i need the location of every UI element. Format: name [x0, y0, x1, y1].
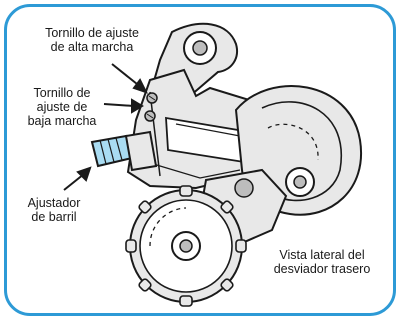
view-caption-label-line-1: Vista lateral del [279, 248, 365, 262]
view-caption-label-line-2: desviador trasero [273, 262, 371, 276]
barrel-adjuster-label-line-1: Ajustador [27, 196, 81, 210]
barrel-adjuster-label-line-2: de barril [31, 210, 77, 224]
tension-pulley [125, 185, 247, 307]
low-gear-screw-label-line-1: Tornillo de [33, 86, 91, 100]
high-gear-screw-label-line-2: de alta marcha [50, 40, 134, 54]
low-gear-screw-label-line-2: ajuste de [36, 100, 88, 114]
barrel-adjuster [90, 130, 158, 172]
low-gear-screw-label-line-3: baja marcha [27, 114, 97, 128]
limit-screws [144, 92, 158, 122]
leader-arrows [63, 63, 148, 191]
view-caption-label: Vista lateral del desviador trasero [262, 248, 382, 276]
high-gear-screw-label-line-1: Tornillo de ajuste [45, 26, 139, 40]
high-gear-screw-label: Tornillo de ajuste de alta marcha [30, 26, 154, 54]
barrel-adjuster-label: Ajustador de barril [14, 196, 94, 224]
low-gear-screw-label: Tornillo de ajuste de baja marcha [22, 86, 102, 128]
